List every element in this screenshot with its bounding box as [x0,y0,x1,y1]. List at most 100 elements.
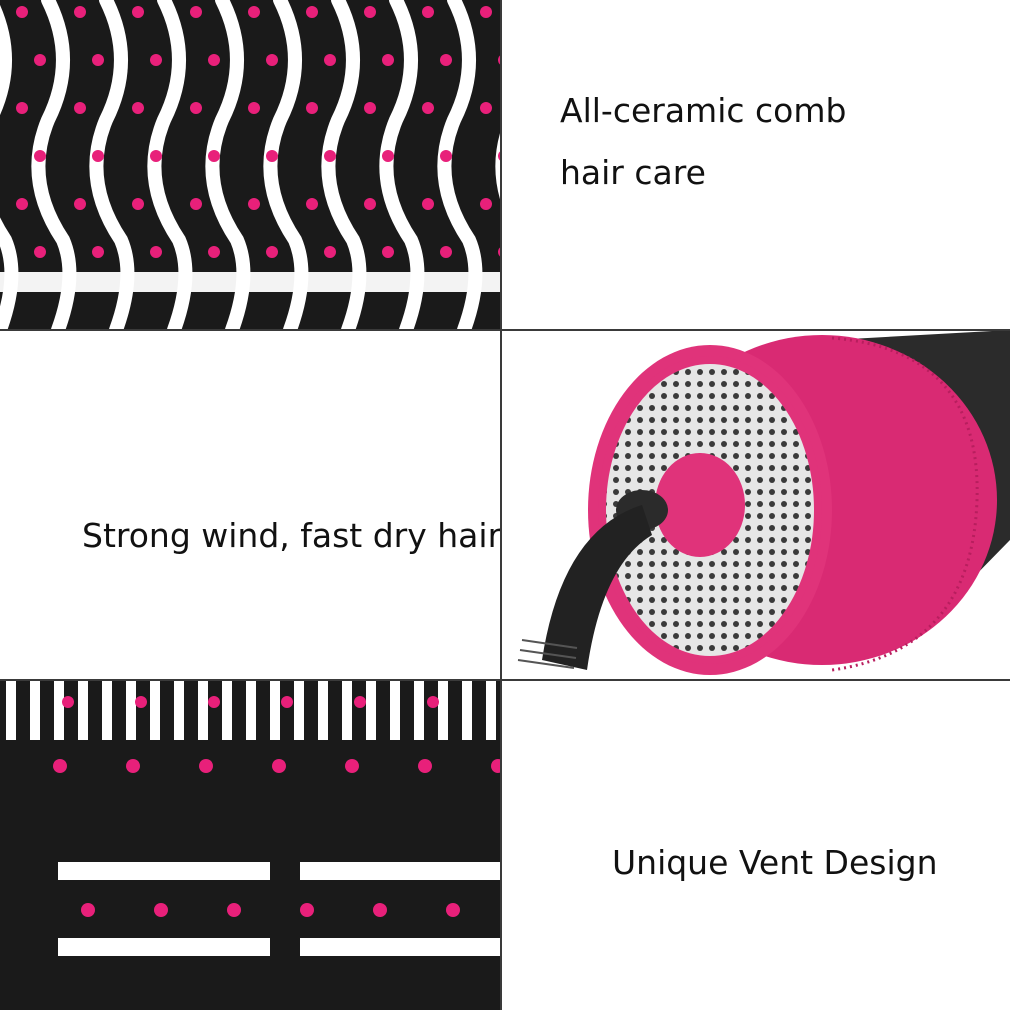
bristle-tip [34,150,46,162]
bristle-tip [440,246,452,258]
bristle-tip [34,246,46,258]
bristle-tip [440,150,452,162]
vent-slot [150,680,160,740]
bristle-tip [364,6,376,18]
bristle-tip [480,198,492,210]
ceramic-caption-line2: hair care [560,153,706,192]
brush-bristles-wavy-illustration [0,0,500,330]
bristle-tip [306,6,318,18]
wind-caption-panel: Strong wind, fast dry hair [0,330,502,680]
bristle-tip [150,54,162,66]
bristle-tip [208,150,220,162]
vent-slot [342,680,352,740]
vent-slot [198,680,208,740]
vent-slot [126,680,136,740]
wind-caption: Strong wind, fast dry hair [82,516,502,555]
bristle-tip [354,696,366,708]
bristle-tip [81,903,95,917]
bristle-tip [306,198,318,210]
vent-caption: Unique Vent Design [612,843,938,882]
vent-slot [390,680,400,740]
bristle-tip [190,102,202,114]
bristle-tip [135,696,147,708]
vent-slot [366,680,376,740]
vent-slot [462,680,472,740]
bristle-tip [132,102,144,114]
brush-bristles-slots-illustration [0,680,502,1010]
bristle-tip [150,246,162,258]
bristle-tip [373,903,387,917]
vent-slot [486,680,496,740]
bristle-tip [266,246,278,258]
vent-slot [78,680,88,740]
bristle-tip [16,6,28,18]
bristle-tip [498,55,500,65]
vent-slot [414,680,424,740]
bristle-tip [427,696,439,708]
bristle-tip [345,759,359,773]
bristle-tip [382,246,394,258]
bristle-tip [74,6,86,18]
bristle-tip [208,696,220,708]
vent-slot [294,680,304,740]
bristle-tip [92,150,104,162]
brush-bristles-slots-image [0,680,502,1010]
vent-slot [222,680,232,740]
bristle-tip [281,696,293,708]
bristle-tip [498,151,500,161]
bristle-tip [74,198,86,210]
bristle-tip [266,54,278,66]
vent-slot [30,680,40,740]
bristle-tip [62,696,74,708]
ceramic-caption-panel: All-ceramic comb hair care [500,0,1010,330]
bristle-tip [266,150,278,162]
bristle-tip [491,759,502,773]
bristle-tip [382,150,394,162]
bristle-tip [480,102,492,114]
bristle-tip [364,198,376,210]
bristle-tip [16,198,28,210]
bristle-tip [150,150,162,162]
vent-slot [6,680,16,740]
bristle-tip [446,903,460,917]
brush-bristles-wavy-image [0,0,500,330]
vent-slot [270,680,280,740]
bristle-tip [126,759,140,773]
bristle-tip [92,54,104,66]
bristle-tip [199,759,213,773]
bristle-tip [422,6,434,18]
bristle-tip [154,903,168,917]
vent-slot [438,680,448,740]
bristle-tip [498,247,500,257]
bristle-tip [382,54,394,66]
ceramic-caption-line1: All-ceramic comb [560,91,847,130]
bristle-tip [16,102,28,114]
bristle-tip [248,198,260,210]
bristle-tip [324,246,336,258]
dryer-vent-illustration [517,330,1010,675]
bristle-tip [272,759,286,773]
vent-caption-panel: Unique Vent Design [502,680,1010,1010]
vent-slot [174,680,184,740]
bristle-tip [422,102,434,114]
bristle-tip [300,903,314,917]
divider-vertical [500,0,502,1010]
vent-slot [102,680,112,740]
bristle-tip [190,6,202,18]
bristle-tip [190,198,202,210]
bristle-tip [132,6,144,18]
bristle-tip [248,6,260,18]
vent-slot [54,680,64,740]
bristle-tip [227,903,241,917]
divider-horizontal-top [0,329,1010,331]
bristle-tip [364,102,376,114]
bristle-tip [92,246,104,258]
bristle-tip [418,759,432,773]
bristle-tip [53,759,67,773]
bristle-tip [480,6,492,18]
bristle-tip [132,198,144,210]
bristle-tip [248,102,260,114]
bristle-tip [440,54,452,66]
bristle-tip [74,102,86,114]
bristle-tip [324,150,336,162]
